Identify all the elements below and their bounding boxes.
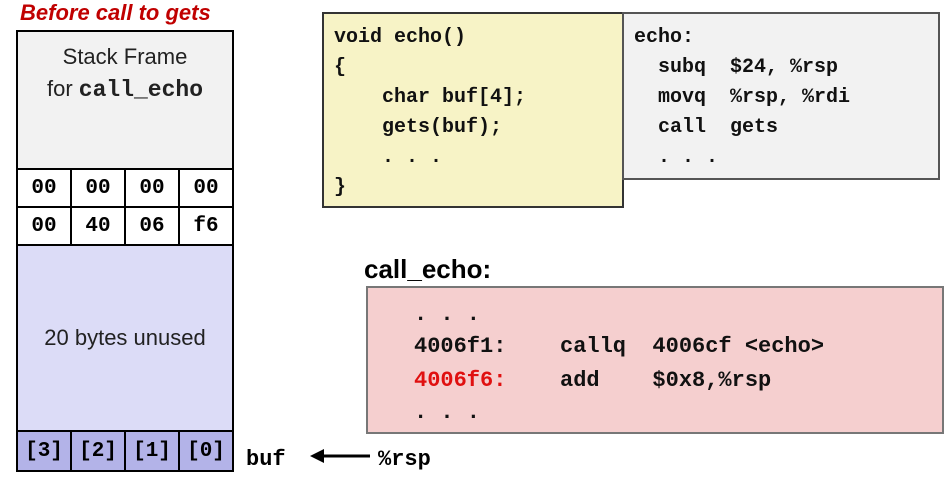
buffer-cell: [2] xyxy=(70,432,124,470)
byte-cell: 40 xyxy=(70,208,124,244)
call-echo-disassembly-box: . . . 4006f1: callq 4006cf <echo> 4006f6… xyxy=(366,286,944,434)
return-address-low-bytes: 00 40 06 f6 xyxy=(18,208,232,246)
byte-cell: f6 xyxy=(178,208,232,244)
caller-stack-frame: Stack Frame for call_echo xyxy=(18,32,232,170)
unused-bytes-region: 20 bytes unused xyxy=(18,246,232,432)
call-instruction: callq 4006cf <echo> xyxy=(560,334,825,359)
stack-diagram: Stack Frame for call_echo 00 00 00 00 00… xyxy=(16,30,234,472)
frame-subtitle: for call_echo xyxy=(18,76,232,103)
code-line: { xyxy=(334,56,347,79)
byte-cell: 06 xyxy=(124,208,178,244)
code-line: echo: xyxy=(634,26,695,49)
return-address: 4006f6: xyxy=(414,368,507,393)
code-line: call gets xyxy=(634,116,779,139)
buffer-row: [3] [2] [1] [0] xyxy=(18,432,232,470)
byte-cell: 00 xyxy=(31,214,57,238)
frame-title: Stack Frame xyxy=(62,44,188,69)
code-line: } xyxy=(334,176,347,199)
code-line: void echo() xyxy=(334,26,467,49)
buffer-cell: [1] xyxy=(124,432,178,470)
rsp-arrow-icon xyxy=(310,449,370,463)
code-line: subq $24, %rsp xyxy=(634,56,839,79)
code-line: movq %rsp, %rdi xyxy=(634,86,851,109)
code-line: char buf[4]; xyxy=(334,86,527,109)
frame-subtitle-function: call_echo xyxy=(78,77,204,103)
call-echo-title: call_echo: xyxy=(364,254,492,284)
add-instruction: add $0x8,%rsp xyxy=(560,368,772,393)
byte-cell: 00 xyxy=(31,176,57,200)
code-line: . . . xyxy=(634,146,719,169)
code-line: . . . xyxy=(334,146,443,169)
return-address-high-bytes: 00 00 00 00 xyxy=(18,170,232,208)
byte-cell: 00 xyxy=(178,170,232,206)
call-address: 4006f1: xyxy=(414,334,507,359)
frame-subtitle-prefix: for xyxy=(46,76,79,101)
diagram-caption: Before call to gets xyxy=(20,0,211,25)
code-line: . . . xyxy=(414,400,481,425)
code-line: . . . xyxy=(414,302,481,327)
echo-assembly-box: echo: subq $24, %rsp movq %rsp, %rdi cal… xyxy=(622,12,940,180)
code-line: gets(buf); xyxy=(334,116,503,139)
byte-cell: 00 xyxy=(70,170,124,206)
rsp-label: %rsp xyxy=(378,447,431,472)
c-source-box: void echo() { char buf[4]; gets(buf); . … xyxy=(322,12,624,208)
buf-label: buf xyxy=(246,447,286,472)
buffer-cell: [3] xyxy=(25,439,63,463)
byte-cell: 00 xyxy=(124,170,178,206)
buffer-cell: [0] xyxy=(178,432,232,470)
